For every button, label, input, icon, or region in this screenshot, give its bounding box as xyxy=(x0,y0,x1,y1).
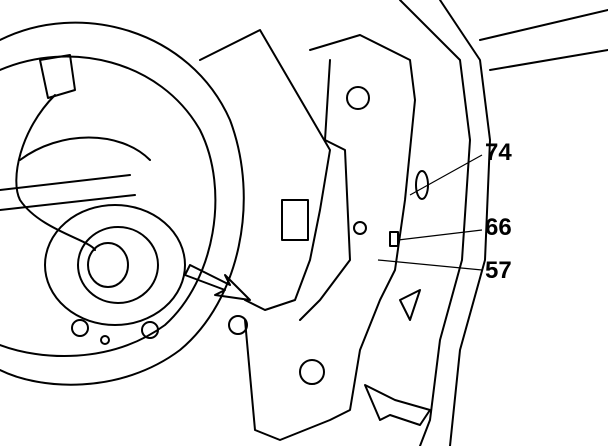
callout-74: 74 xyxy=(485,139,512,166)
callout-57: 57 xyxy=(485,257,512,284)
wiring-connector xyxy=(15,54,96,251)
column-cover xyxy=(199,29,416,441)
leader-line-57 xyxy=(377,259,483,271)
column-housing xyxy=(399,0,608,446)
steering-hub xyxy=(44,204,186,345)
steering-wheel xyxy=(0,21,245,386)
callout-66: 66 xyxy=(485,214,512,241)
direction-arrows xyxy=(184,264,431,426)
leader-line-74 xyxy=(409,154,483,196)
leader-line-66 xyxy=(397,229,483,241)
